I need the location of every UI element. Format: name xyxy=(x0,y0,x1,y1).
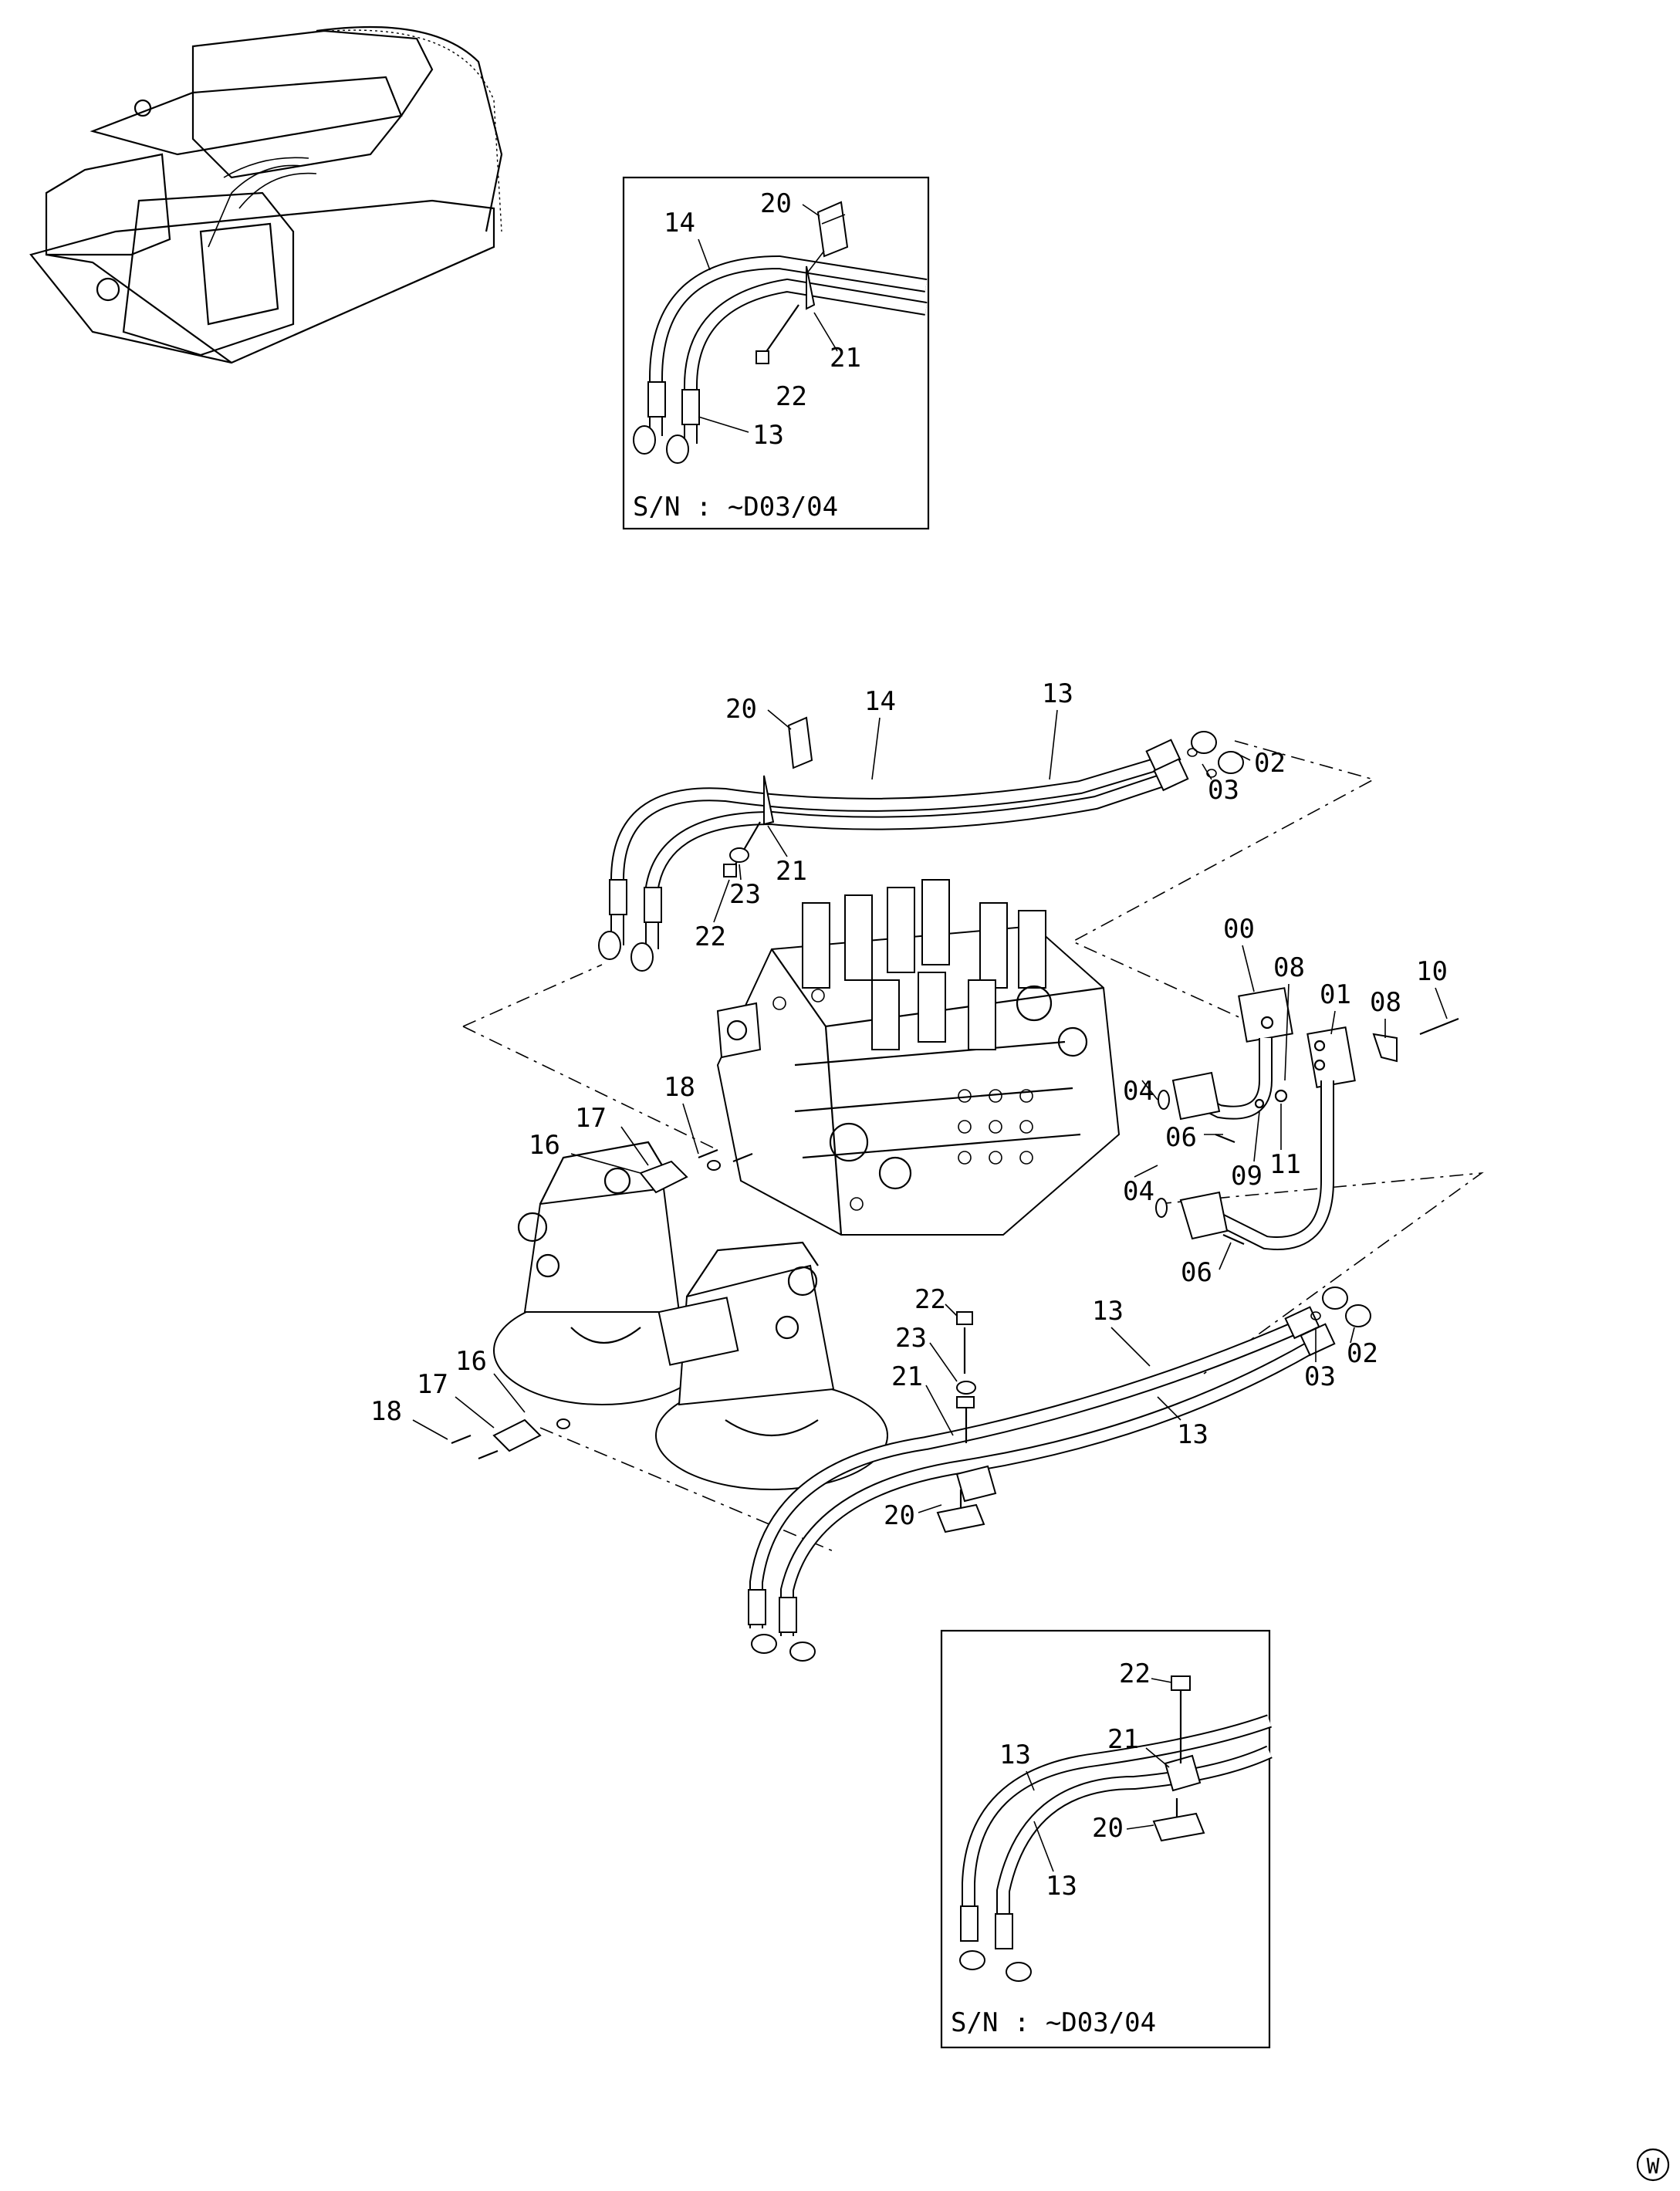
callout-04: 04 xyxy=(1123,1176,1154,1207)
callout-04: 04 xyxy=(1123,1076,1154,1107)
callout-08: 08 xyxy=(1273,952,1305,983)
callout-13: 13 xyxy=(1046,1871,1077,1902)
corner-mark-letter: W xyxy=(1647,2153,1660,2179)
callout-20: 20 xyxy=(760,188,792,219)
callout-22: 22 xyxy=(1119,1658,1151,1689)
pipe-assembly-right xyxy=(1155,987,1459,1250)
callout-02: 02 xyxy=(1254,748,1286,779)
callout-11: 11 xyxy=(1269,1149,1301,1180)
main-callouts: 20 14 13 02 03 21 23 22 00 08 01 08 10 0… xyxy=(370,678,1448,1531)
callout-22: 22 xyxy=(914,1284,946,1315)
callout-13: 13 xyxy=(752,420,784,451)
callout-23: 23 xyxy=(895,1323,927,1354)
callout-23: 23 xyxy=(729,879,761,910)
callout-21: 21 xyxy=(776,856,807,887)
inset-bottom-frame xyxy=(940,1629,1271,2049)
serial-number-note: S/N : ~D03/04 xyxy=(633,492,838,522)
callout-16: 16 xyxy=(455,1346,487,1377)
callout-21: 21 xyxy=(891,1361,923,1392)
callout-10: 10 xyxy=(1416,956,1448,987)
excavator-overview-illustration xyxy=(29,25,503,364)
swing-motor-right xyxy=(655,1241,888,1490)
callout-22: 22 xyxy=(776,381,807,412)
swing-motor-left xyxy=(493,1141,711,1405)
callout-14: 14 xyxy=(664,208,695,238)
callout-02: 02 xyxy=(1347,1338,1378,1369)
callout-14: 14 xyxy=(864,686,896,717)
callout-16: 16 xyxy=(529,1130,560,1161)
callout-00: 00 xyxy=(1223,914,1255,945)
callout-22: 22 xyxy=(695,921,726,952)
serial-number-note: S/N : ~D03/04 xyxy=(951,2007,1156,2038)
inset-bottom: 22 21 13 20 13 S/N : ~D03/04 xyxy=(940,1629,1273,2049)
callout-18: 18 xyxy=(664,1072,695,1103)
callout-09: 09 xyxy=(1231,1161,1263,1192)
inset-top: 20 14 21 22 13 S/N : ~D03/04 xyxy=(622,176,930,530)
callout-17: 17 xyxy=(575,1103,607,1134)
callout-20: 20 xyxy=(884,1500,915,1531)
callout-01: 01 xyxy=(1320,979,1351,1010)
callout-21: 21 xyxy=(1107,1724,1139,1755)
callout-06: 06 xyxy=(1181,1257,1212,1288)
corner-mark: W xyxy=(1636,2148,1670,2182)
callout-03: 03 xyxy=(1304,1361,1336,1392)
inset-top-frame xyxy=(622,176,930,530)
callout-13: 13 xyxy=(1042,678,1073,709)
callout-20: 20 xyxy=(725,694,757,725)
callout-13: 13 xyxy=(1092,1296,1124,1327)
callout-03: 03 xyxy=(1208,775,1239,806)
callout-06: 06 xyxy=(1165,1122,1197,1153)
control-valve-block xyxy=(716,879,1121,1236)
callout-20: 20 xyxy=(1092,1813,1124,1844)
callout-13: 13 xyxy=(999,1740,1031,1770)
callout-08: 08 xyxy=(1370,987,1401,1018)
main-assembly xyxy=(451,716,1484,1662)
callout-17: 17 xyxy=(417,1369,448,1400)
callout-13: 13 xyxy=(1177,1419,1208,1450)
callout-18: 18 xyxy=(370,1396,402,1427)
